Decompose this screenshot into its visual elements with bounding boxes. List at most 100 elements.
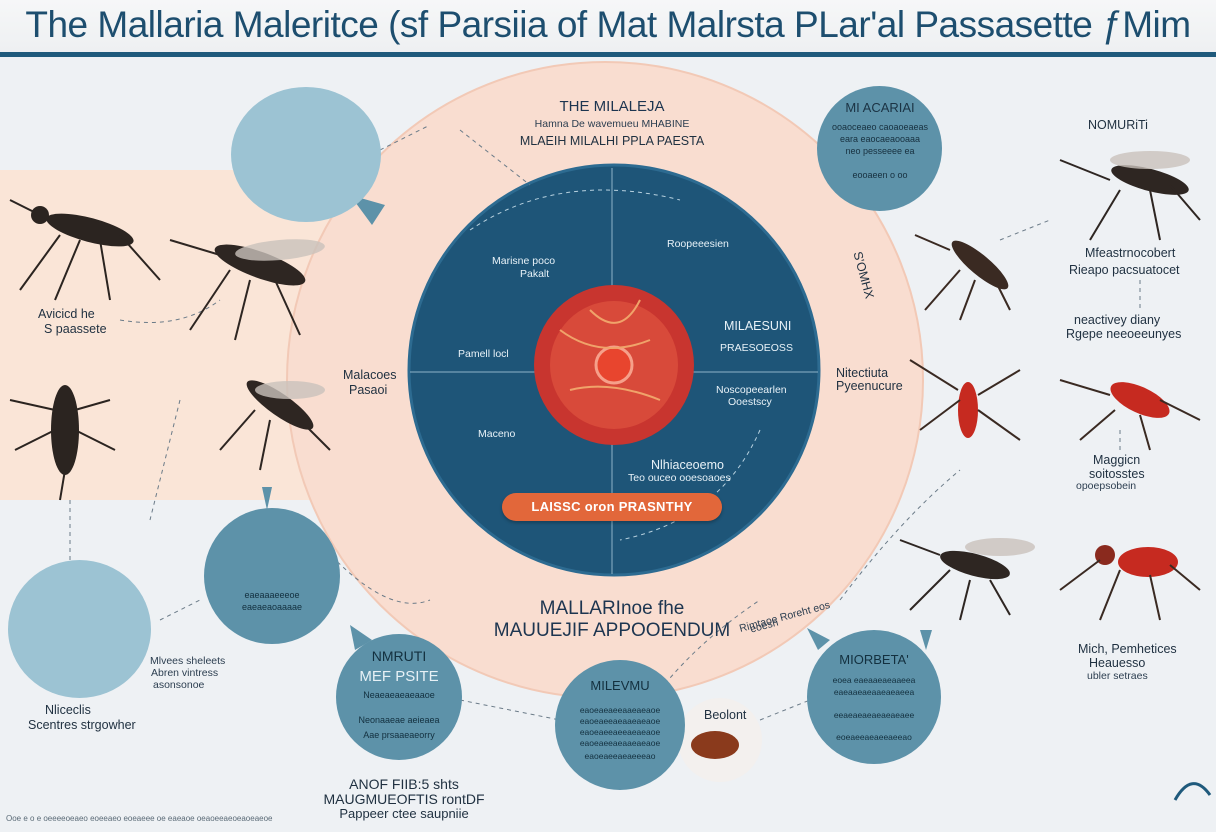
bubble-top-right: [817, 86, 942, 211]
label-nomauti: NOMURiTi: [1088, 118, 1148, 132]
bubble-bottom-left-line: Neaeaeaeaeaaoe: [363, 690, 435, 700]
center-bottom-line-2: MAUUEJIF APPOOENDUM: [493, 620, 731, 641]
page-title: The Mallaria Maleritce (sf Parsiia of Ma…: [25, 4, 1191, 45]
label-rnagegn-2: soitosstes: [1089, 467, 1145, 481]
label-mluves-2: Abren vintress: [151, 667, 219, 679]
disc-label-right-sub: PRAESOEOSS: [720, 342, 793, 354]
bubble-bottom-center-line: eaoeaeeaeaeeeao: [584, 751, 656, 761]
pointer-bottom-right-2: [920, 630, 932, 650]
label-nlltecda-2: Pyeenucure: [836, 379, 903, 393]
corner-logo-icon: [1173, 782, 1212, 801]
label-mast-1: Mfeastrnocobert: [1085, 246, 1176, 260]
label-avicod-1: Avicicd he: [38, 307, 95, 321]
label-scentrs: Scentres strgowher: [28, 718, 136, 732]
bubble-bottom-right-line: eaeaaeaeaaeaeaeea: [833, 687, 915, 697]
label-mluves-3: asonsonoe: [153, 679, 205, 691]
label-malacoss-1: Malacoes: [343, 368, 397, 382]
disc-label-right-2b: Ooestscy: [728, 396, 772, 408]
ring-subtitle-2: MLAEIH MILALHI PPLA PAESTA: [519, 134, 705, 148]
label-rnagegn-3: opoepsobein: [1076, 480, 1137, 492]
disc-label-bottom-left: Maceno: [478, 428, 516, 440]
bubble-bottom-right-line: eeaeaeaeaeaeaeaee: [833, 710, 915, 720]
bottom-left-text-2: MAUGMUEOFTIS rontDF: [323, 791, 485, 807]
bubble-bottom-right-title: MIORBETA': [839, 652, 909, 667]
ring-subtitle-1: Hamna De wavemueu MHABINE: [534, 118, 690, 130]
mosquito-icon: [169, 239, 325, 341]
bubble-top-right-line: eooaeen o oo: [852, 170, 908, 180]
specimen-icon: [691, 731, 739, 759]
bubble-mid-left-line: eaeaaaeeeoe: [244, 590, 300, 600]
cycle-arc-top: [469, 189, 681, 231]
parasite-pill-button[interactable]: LAISSC oron PRASNTHY: [502, 493, 722, 521]
bubble-bottom-right: [807, 630, 941, 764]
disc-label-bottom-1: Nlhiaceoemo: [651, 458, 724, 472]
label-reacttiy-2: Rgepe neeoeeunyes: [1066, 327, 1182, 341]
label-mast-2: Rieapo pacsuatocet: [1069, 263, 1180, 277]
bottom-left-text-1: ANOF FIIB:5 shts: [349, 776, 459, 792]
bubble-top-right-line: neo pesseeee ea: [845, 146, 915, 156]
mosquito-icon: [909, 359, 1021, 441]
label-rnagegn-1: Maggicn: [1093, 453, 1141, 467]
label-nlltecda-1: Nitectiuta: [836, 366, 889, 380]
label-mich-3: ubler setraes: [1087, 670, 1148, 682]
header-bar: The Mallaria Maleritce (sf Parsiia of Ma…: [0, 0, 1216, 57]
ring-title: THE MILALEJA: [559, 98, 665, 115]
mosquito-icon: [1059, 379, 1201, 451]
mosquito-icon: [9, 385, 116, 501]
pointer-mid-left: [262, 487, 272, 510]
bubble-top-left: [231, 87, 381, 222]
parasite-strands: [559, 299, 661, 401]
bubble-top-right-line: ooaoceaeo caoaoeaeas: [831, 122, 929, 132]
parasite-nucleus: [594, 345, 634, 385]
bubble-bottom-left: [336, 634, 462, 760]
disc-label-right-2a: Noscopeearlen: [716, 384, 787, 396]
specimen-label: Beolont: [704, 708, 747, 722]
label-mluves-1: Mlvees sheleets: [150, 655, 226, 667]
mosquito-icon: [219, 380, 331, 471]
inner-disc-border: [407, 163, 821, 577]
bubble-bottom-center-line: eaoeaeeaeaaeaeaoe: [579, 716, 661, 726]
label-avicod-2: S paassete: [44, 322, 107, 336]
label-reacttiy-1: neactivey diany: [1074, 313, 1161, 327]
label-microcs: Nliceclis: [45, 703, 91, 717]
bubble-top-right-title: MI ACARIAI: [845, 100, 915, 115]
bubble-bottom-center-title: MILEVMU: [590, 678, 650, 693]
bubble-bottom-center: [555, 660, 685, 790]
disc-label-top-right: Roopeeesien: [667, 238, 729, 250]
disc-label-left: Pamell locl: [458, 348, 509, 360]
bubble-bottom-right-line: eoeaeeaeaeeaeeao: [836, 732, 912, 742]
disc-label-right-title: MILAESUNI: [724, 319, 792, 333]
bubble-mid-left: [204, 508, 340, 644]
disc-label-top-left-1: Marisne poco: [492, 255, 556, 267]
bubble-bottom-left-subtitle: MEF PSITE: [359, 668, 439, 685]
mosquito-icon: [1059, 151, 1201, 241]
disc-label-top-left-2: Pakalt: [520, 268, 550, 280]
bottom-left-text-3: Pappeer ctee saupniie: [339, 806, 469, 821]
label-mich-1: Mich, Pemhetices: [1078, 642, 1177, 656]
bubble-bottom-center-line: eaoeaeaeeaaeaeaoe: [579, 705, 661, 715]
bubble-bottom-right-line: eoea eaeaaeaeaaeea: [832, 675, 916, 685]
parasite-pill-label: LAISSC oron PRASNTHY: [531, 499, 693, 514]
pointer-bottom-left: [350, 625, 372, 650]
bubble-bottom-center-line: eaoeaeeaeaaeaeaoe: [579, 738, 661, 748]
mosquito-icon: [1059, 545, 1201, 621]
bubble-bottom-left-line: Aae prsaaeaeorry: [363, 730, 435, 740]
pointer-bottom-right: [807, 628, 830, 650]
mosquito-icon: [899, 538, 1035, 621]
bubble-top-right-line: eara eaocaeaooaaa: [839, 134, 921, 144]
bubble-bottom-left-line: Neonaaeae aeieaea: [358, 715, 440, 725]
disc-label-bottom-2: Teo ouceo ooesoaoes: [628, 472, 731, 484]
label-malacoss-2: Pasaoi: [349, 383, 388, 397]
bubble-bottom-left-title: NMRUTI: [371, 648, 427, 664]
footnote: Ooe e o e oeeeeoeaeo eoeeaeo eoeaeee oe …: [6, 814, 273, 823]
mosquito-icon: [914, 234, 1011, 321]
label-mich-2: Heauesso: [1089, 656, 1146, 670]
bubble-mid-left-line: eaeaeaoaaaae: [241, 602, 303, 612]
pointer-top-left: [350, 195, 385, 225]
bubble-bottom-center-line: eaoeaeeaeeaeaeaoe: [579, 727, 661, 737]
mosquito-icon: [9, 199, 161, 301]
center-bottom-line-1: MALLARInoe fhe: [539, 598, 685, 619]
bubble-bottom-far-left: [8, 560, 151, 698]
